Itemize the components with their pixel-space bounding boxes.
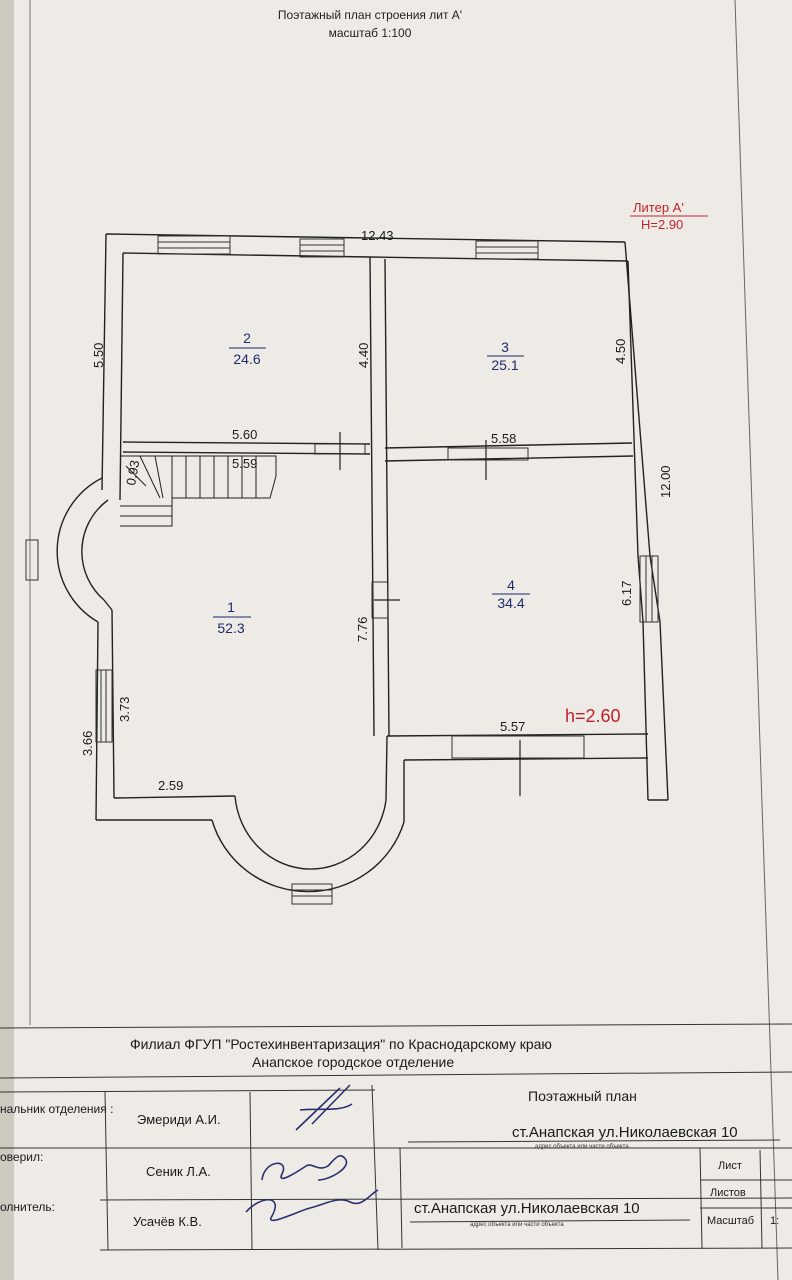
dim-total-depth: 12.00 (658, 465, 673, 498)
right-margin-line (734, 0, 779, 1280)
svg-text:3: 3 (501, 339, 509, 355)
document-sheet (14, 0, 792, 1280)
room-2-label: 2 24.6 (229, 330, 266, 367)
name-executor: Усачёв К.В. (133, 1214, 202, 1229)
plan-title: Поэтажный план строения лит А' (277, 8, 463, 22)
room-1-label: 1 52.3 (213, 599, 251, 636)
dim-room2-width: 5.60 (232, 427, 257, 442)
dim-bottom-left: 2.59 (158, 778, 183, 793)
signature-3 (245, 1189, 379, 1222)
address-caption-bottom: адрес объекта или части объекта (470, 1222, 564, 1228)
scale-label: Масштаб (707, 1215, 755, 1227)
windows (25, 235, 659, 905)
svg-text:24.6: 24.6 (233, 351, 260, 367)
svg-text:4: 4 (507, 577, 515, 593)
role-executor: олнитель: (0, 1200, 55, 1214)
svg-text:25.1: 25.1 (491, 357, 518, 373)
dim-left-a: 3.73 (117, 697, 132, 722)
signature-2 (261, 1155, 348, 1181)
dim-left-wall: 5.50 (91, 343, 106, 368)
doc-title: Поэтажный план (528, 1088, 637, 1104)
org-name: Филиал ФГУП "Ростехинвентаризация" по Кр… (130, 1036, 552, 1052)
dim-room2-height: 4.40 (356, 343, 371, 368)
liter-name: Литер А' (633, 200, 684, 215)
dim-left-b: 3.66 (80, 731, 95, 756)
svg-text:34.4: 34.4 (497, 595, 524, 611)
liter-height: H=2.90 (641, 217, 683, 232)
title-block-frame (0, 1023, 792, 1251)
dept-name: Анапское городское отделение (252, 1054, 455, 1070)
dim-room1-height: 7.76 (355, 617, 370, 642)
dim-room4-width-bottom: 5.57 (500, 719, 525, 734)
name-head: Эмериди А.И. (137, 1112, 221, 1127)
door-marks (339, 432, 521, 796)
signature-1 (295, 1084, 353, 1131)
dim-room3-height: 4.50 (613, 339, 628, 364)
sheets-label: Листов (710, 1187, 746, 1199)
svg-text:52.3: 52.3 (217, 620, 244, 636)
room-3-label: 3 25.1 (487, 339, 524, 373)
staircase (120, 455, 277, 527)
sheet-label: Лист (718, 1160, 742, 1172)
svg-text:1: 1 (227, 599, 235, 615)
address-caption-top: адрес объекта или части объекта (535, 1144, 629, 1150)
svg-text:2: 2 (243, 330, 251, 346)
dim-room4-width-top: 5.58 (491, 431, 516, 446)
address-bottom: ст.Анапская ул.Николаевская 10 (414, 1200, 640, 1217)
dim-stair-width: 5.59 (232, 456, 257, 471)
dim-room4-height: 6.17 (619, 581, 634, 606)
role-head: нальник отделения : (0, 1102, 114, 1116)
dim-total-width: 12.43 (361, 228, 394, 243)
room-4-label: 4 34.4 (492, 577, 530, 611)
plan-scale: масштаб 1:100 (328, 26, 412, 40)
address-top: ст.Анапская ул.Николаевская 10 (512, 1124, 738, 1141)
name-checked: Сеник Л.А. (146, 1164, 211, 1179)
scale-value: 1: (770, 1215, 780, 1227)
role-checked: оверил: (0, 1150, 44, 1164)
inner-height: h=2.60 (565, 706, 621, 726)
dim-bay-small: 0.93 (123, 459, 142, 487)
